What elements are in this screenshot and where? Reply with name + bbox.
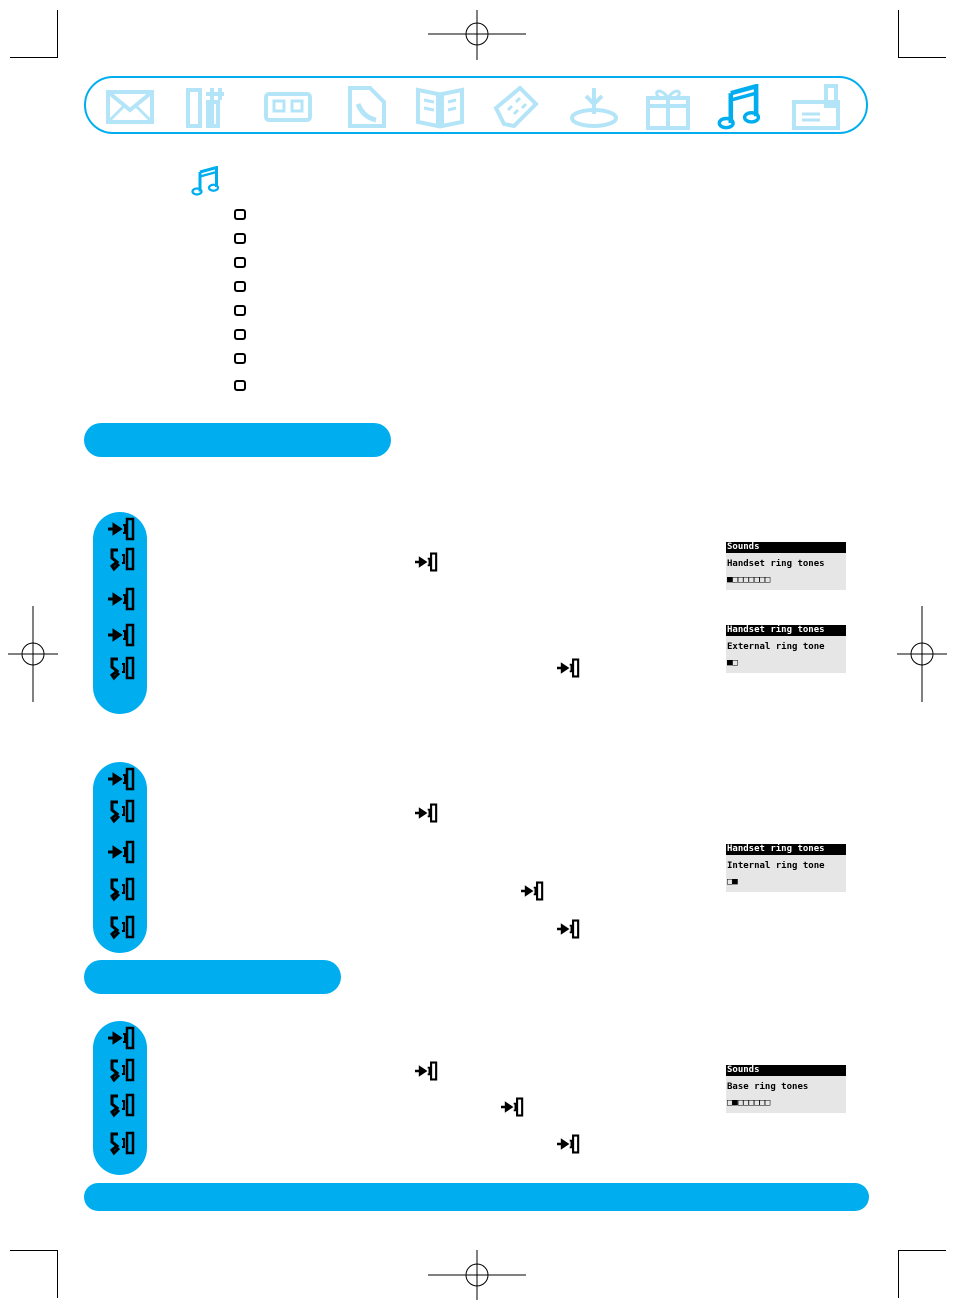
lcd-tone-selector: ■□□□□□□□: [727, 575, 771, 585]
registration-mark-bottom: [428, 1250, 526, 1300]
lcd-tone-selector: □■□□□□□□: [727, 1098, 771, 1108]
ok-key-icon: [554, 918, 582, 940]
phone-book-icon[interactable]: [340, 84, 392, 130]
scroll-key-icon: [106, 655, 136, 681]
ok-key-icon: [106, 622, 136, 648]
section-heading-bar: [84, 423, 391, 457]
step-bar: [93, 762, 147, 953]
music-note-icon[interactable]: [714, 84, 766, 130]
scroll-key-icon: [106, 876, 136, 902]
scroll-key-icon: [106, 798, 136, 824]
lcd-header: Sounds: [726, 542, 846, 553]
scroll-key-icon: [106, 1057, 136, 1083]
checkbox[interactable]: [234, 380, 246, 391]
book-icon[interactable]: [414, 84, 466, 130]
menu-icon-bar: [84, 76, 868, 134]
lcd-line: External ring tone: [727, 642, 825, 652]
antenna-base-icon[interactable]: [568, 84, 620, 130]
ok-key-icon: [106, 1025, 136, 1051]
checkbox[interactable]: [234, 305, 246, 316]
lcd-screen-sounds-handset: Sounds Handset ring tones ■□□□□□□□: [726, 542, 846, 590]
ok-key-icon: [554, 1133, 582, 1155]
registration-mark-top: [428, 10, 526, 60]
ok-key-icon: [106, 586, 136, 612]
scroll-key-icon: [106, 1092, 136, 1118]
lcd-tone-selector: ■□: [727, 658, 738, 668]
step-bar: [93, 1021, 147, 1175]
envelope-icon[interactable]: [104, 84, 156, 130]
scroll-key-icon: [106, 1130, 136, 1156]
scroll-key-icon: [106, 914, 136, 940]
handset-base-icon[interactable]: [790, 84, 842, 130]
ok-key-icon: [498, 1096, 526, 1118]
lcd-line: Handset ring tones: [727, 559, 825, 569]
registration-mark-right: [897, 606, 947, 702]
ok-key-icon: [518, 880, 546, 902]
lcd-screen-internal-tone: Handset ring tones Internal ring tone □■: [726, 844, 846, 892]
checkbox[interactable]: [234, 209, 246, 220]
registration-mark-left: [8, 606, 58, 702]
checkbox[interactable]: [234, 233, 246, 244]
footer-bar: [84, 1183, 869, 1211]
scroll-key-icon: [106, 546, 136, 572]
gift-box-icon[interactable]: [642, 84, 694, 130]
lcd-screen-base-tones: Sounds Base ring tones □■□□□□□□: [726, 1065, 846, 1113]
ok-key-icon: [412, 802, 440, 824]
ok-key-icon: [106, 516, 136, 542]
ok-key-icon: [412, 1060, 440, 1082]
keypad-icon[interactable]: [490, 84, 542, 130]
checkbox[interactable]: [234, 257, 246, 268]
lcd-header: Handset ring tones: [726, 625, 846, 636]
ok-key-icon: [106, 839, 136, 865]
step-bar: [93, 512, 147, 714]
checkbox[interactable]: [234, 329, 246, 340]
ok-key-icon: [106, 766, 136, 792]
ok-key-icon: [554, 657, 582, 679]
lcd-tone-selector: □■: [727, 877, 738, 887]
checkbox[interactable]: [234, 281, 246, 292]
lcd-header: Sounds: [726, 1065, 846, 1076]
music-note-icon: [190, 166, 222, 196]
lcd-header: Handset ring tones: [726, 844, 846, 855]
lcd-screen-external-tone: Handset ring tones External ring tone ■□: [726, 625, 846, 673]
lcd-line: Base ring tones: [727, 1082, 809, 1092]
settings-tools-icon[interactable]: [180, 84, 232, 130]
lcd-line: Internal ring tone: [727, 861, 825, 871]
checkbox[interactable]: [234, 353, 246, 364]
section-heading-bar: [84, 960, 341, 994]
cassette-icon[interactable]: [262, 84, 314, 130]
ok-key-icon: [412, 551, 440, 573]
